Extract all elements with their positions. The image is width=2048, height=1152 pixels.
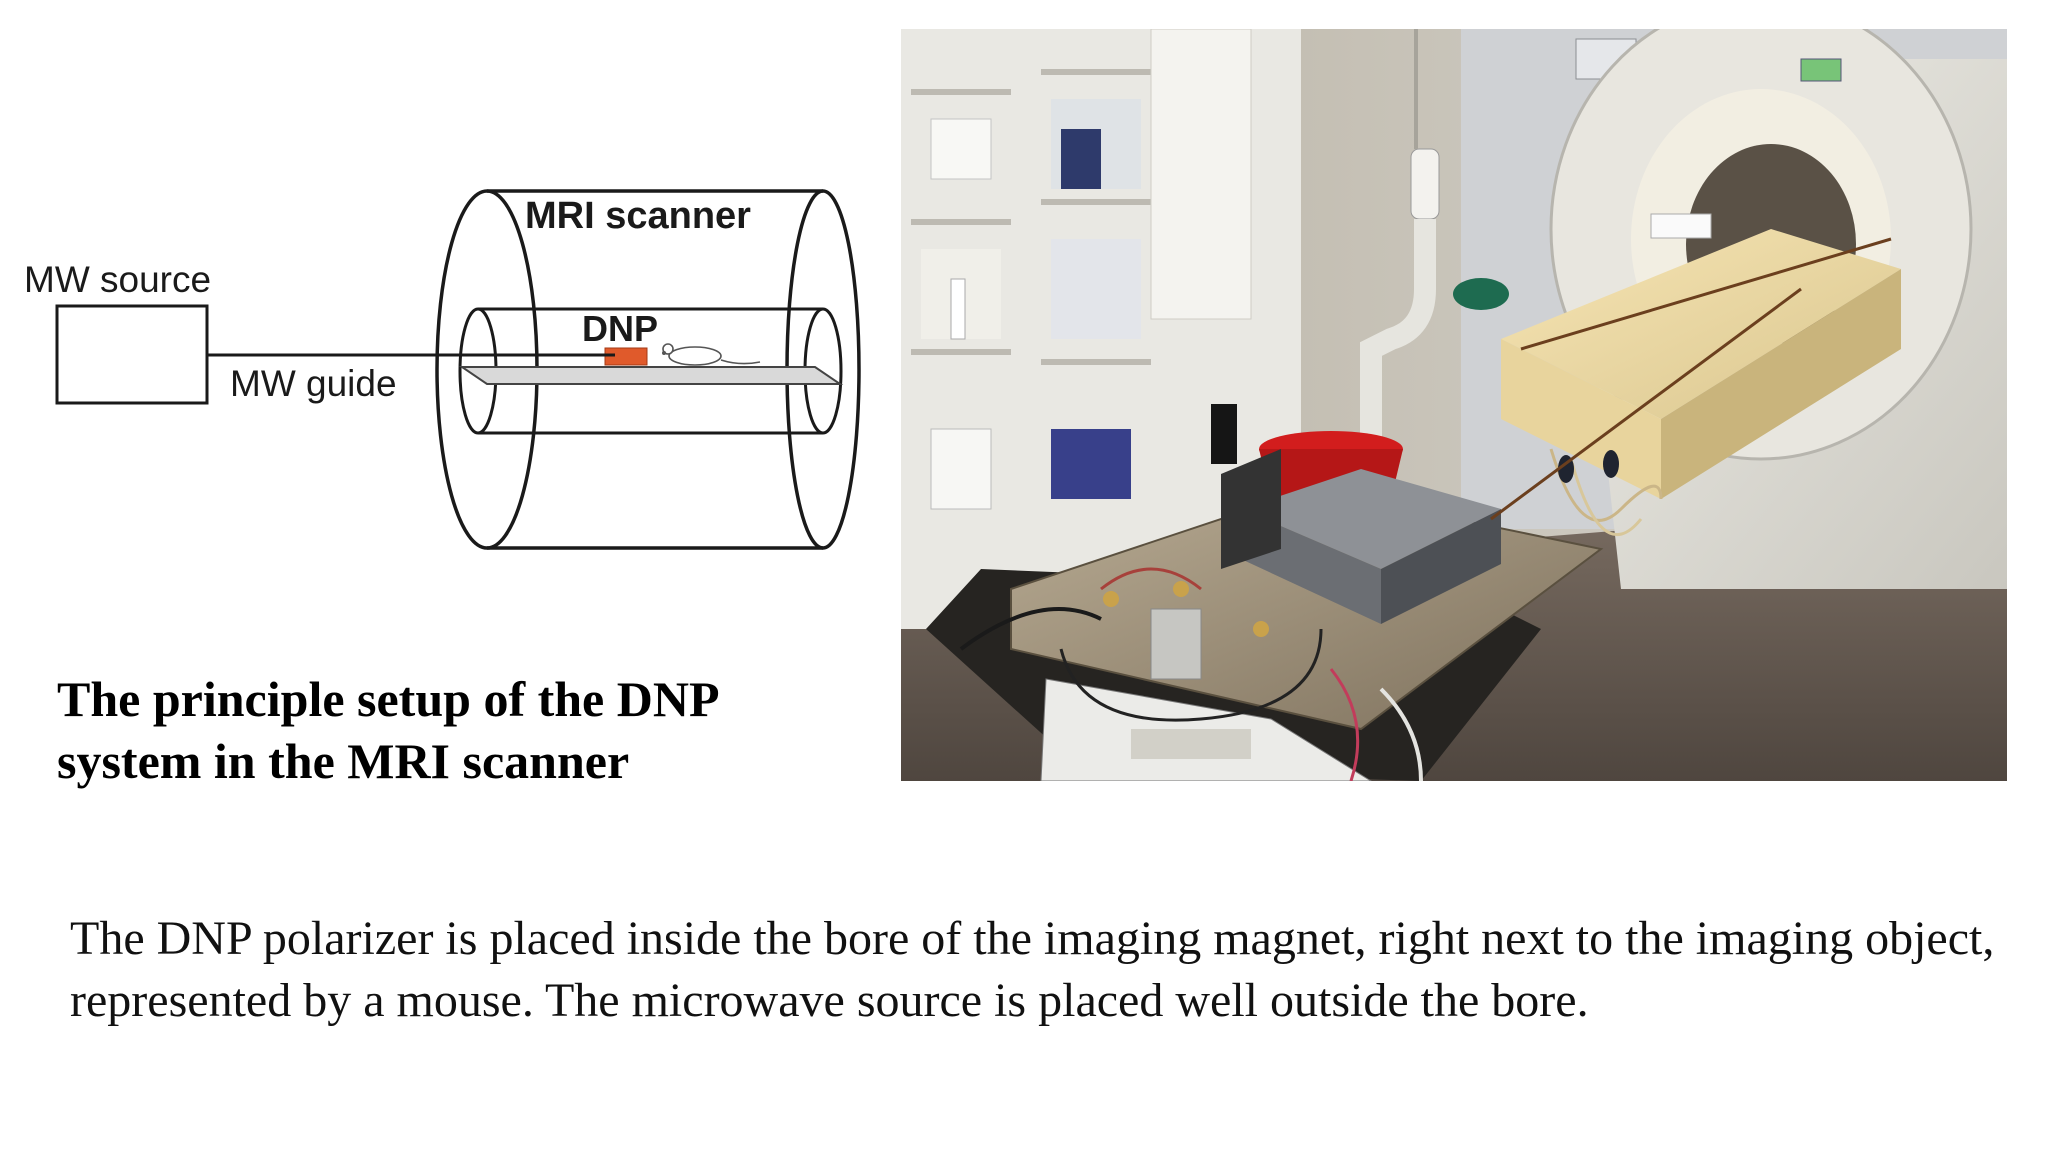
description-text: The DNP polarizer is placed inside the b… xyxy=(70,912,1995,1027)
mri-scanner-label: MRI scanner xyxy=(525,195,751,237)
dnp-label: DNP xyxy=(582,308,658,349)
patient-table xyxy=(1453,229,1901,537)
mw-guide-label: MW guide xyxy=(230,363,397,404)
dnp-setup-diagram: MRI scanner MW source MW guide DNP xyxy=(24,189,861,550)
mw-source-label: MW source xyxy=(24,259,211,300)
scanner-table xyxy=(458,366,844,385)
mri-lab-photo xyxy=(901,29,2007,781)
diagram-caption: The principle setup of the DNP system in… xyxy=(57,671,717,789)
mw-source-box xyxy=(55,304,209,405)
mouse-icon xyxy=(662,343,761,366)
dnp-polarizer-hardware xyxy=(959,287,1802,781)
wall-fixture xyxy=(1360,29,1440,479)
